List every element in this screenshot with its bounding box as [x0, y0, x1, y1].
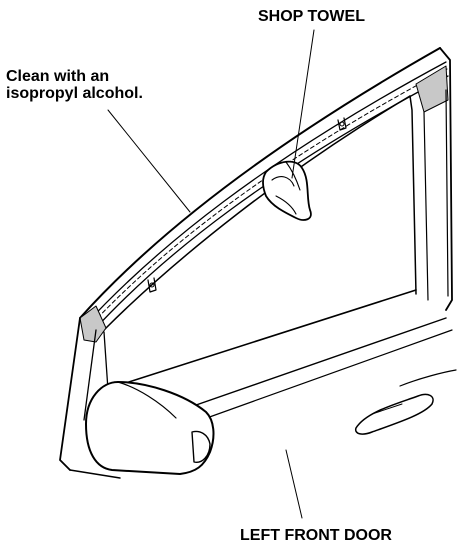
molding-rear-shaded-area — [415, 65, 449, 113]
molding-dashed-line — [87, 68, 448, 329]
b-pillar-line-2 — [423, 111, 429, 301]
door-lower-edge — [69, 469, 121, 479]
roof-outer-edge — [79, 47, 441, 319]
molding-bottom-edge — [93, 75, 449, 331]
a-pillar-front — [59, 317, 81, 471]
a-pillar-inner-2 — [103, 331, 109, 391]
molding-clip-lower — [147, 277, 157, 293]
belt-line-upper — [109, 289, 417, 389]
door-handle — [354, 369, 457, 435]
callout-left-front-door: LEFT FRONT DOOR — [240, 527, 392, 544]
b-pillar-outer — [439, 47, 453, 311]
shop-towel — [262, 160, 312, 221]
callout-clean-line-1: Clean with an — [6, 68, 110, 85]
callout-shop-towel: SHOP TOWEL — [258, 8, 365, 25]
callout-clean: Clean with an isopropyl alcohol. — [6, 68, 143, 102]
callout-clean-line-2: isopropyl alcohol. — [6, 85, 143, 102]
glass-top-edge — [103, 95, 411, 331]
b-pillar-line-3 — [445, 89, 449, 297]
belt-line-lower — [175, 317, 447, 413]
leader-door — [285, 449, 303, 519]
b-pillar-inner — [409, 95, 417, 295]
molding-front-shaded-area — [79, 305, 107, 343]
side-mirror — [85, 381, 215, 475]
molding-top-edge — [83, 61, 447, 327]
molding-clip-upper — [337, 117, 347, 131]
leader-towel — [291, 29, 315, 179]
belt-line-bottom — [189, 329, 453, 425]
leader-clean — [107, 109, 191, 213]
a-pillar-inner-1 — [83, 329, 97, 421]
